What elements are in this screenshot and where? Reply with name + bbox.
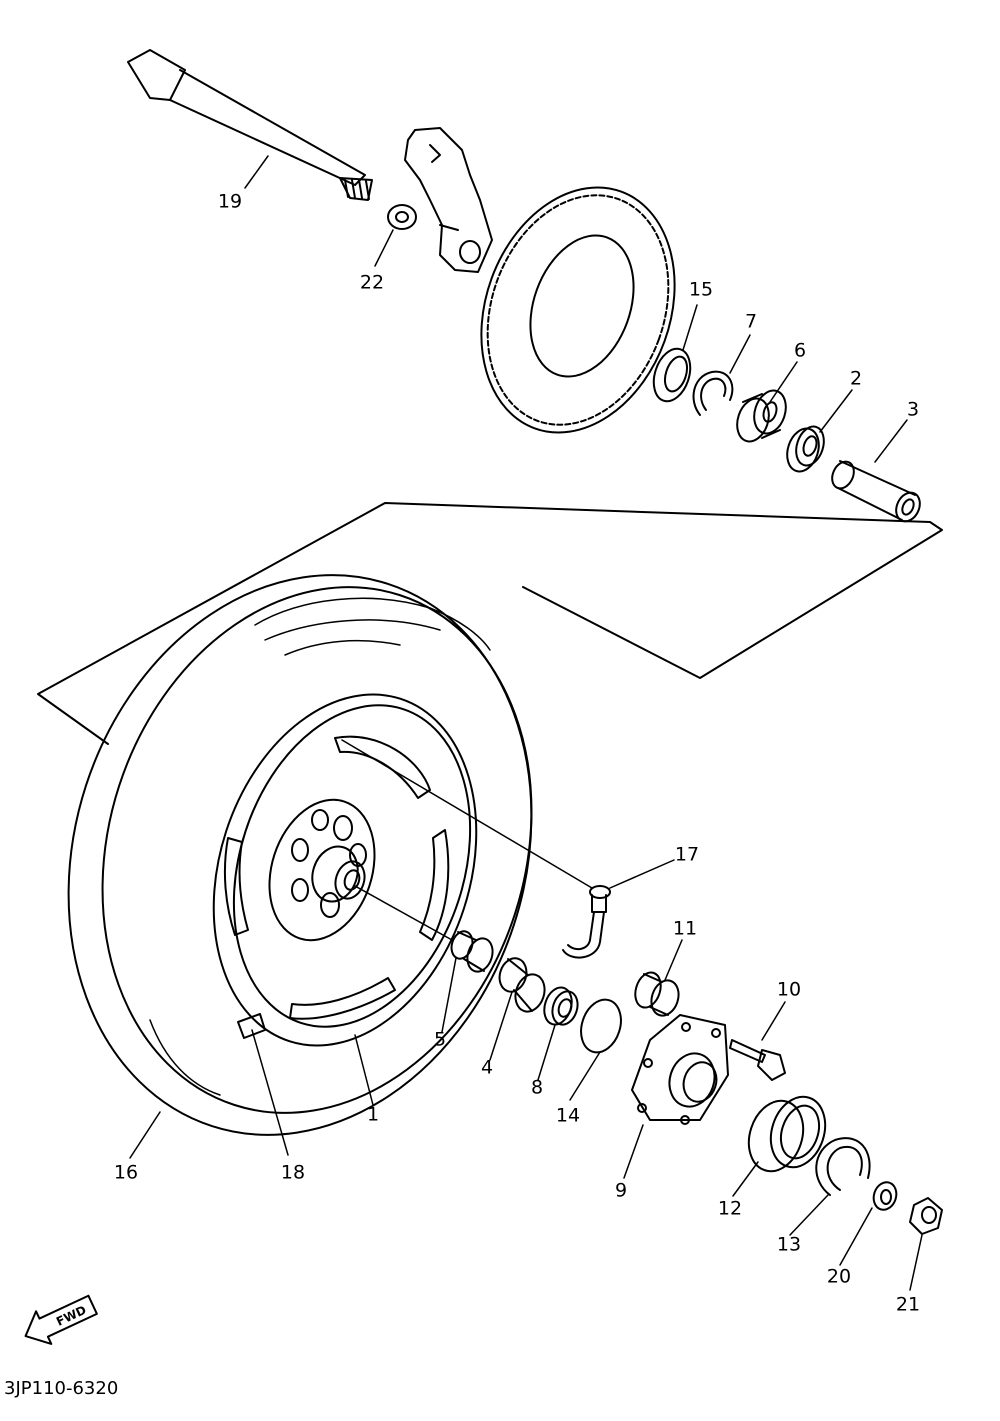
air-valve-part-17 (562, 885, 611, 959)
balance-weight-part-18 (237, 1013, 266, 1039)
callout-14: 14 (555, 1104, 581, 1127)
circlip-part-7 (692, 370, 734, 416)
callout-5: 5 (433, 1028, 447, 1051)
callout-1: 1 (366, 1103, 380, 1126)
diagram-code: 3JP110-6320 (4, 1378, 119, 1399)
hub-axis-line (354, 885, 453, 941)
collar-part-5 (450, 930, 494, 973)
callout-4: 4 (480, 1056, 494, 1079)
callout-9: 9 (614, 1179, 628, 1202)
callout-10: 10 (776, 978, 802, 1001)
callout-7: 7 (744, 310, 758, 333)
callout-22: 22 (359, 271, 385, 294)
spacer-part-4 (498, 957, 546, 1013)
callout-15: 15 (688, 278, 714, 301)
wheel-rim-part-1 (212, 693, 478, 1047)
callout-20: 20 (826, 1265, 852, 1288)
o-ring-part-14 (580, 998, 622, 1054)
washer-part-22 (387, 204, 417, 230)
spacer-part-3 (831, 460, 921, 523)
washer-part-20 (872, 1181, 898, 1211)
callout-18: 18 (280, 1161, 306, 1184)
tire-part-16 (67, 574, 533, 1136)
axle-part-19 (127, 49, 373, 201)
bearing-part-2 (786, 425, 825, 473)
nut-part-21 (909, 1197, 943, 1235)
bolt-part-10 (729, 1039, 786, 1081)
callout-17: 17 (674, 843, 700, 866)
bearing-part-8 (543, 986, 579, 1026)
callout-21: 21 (895, 1293, 921, 1316)
callout-19: 19 (217, 190, 243, 213)
callout-13: 13 (776, 1233, 802, 1256)
caliper-bracket (404, 127, 493, 273)
bearing-part-6 (736, 389, 787, 443)
callout-3: 3 (906, 398, 920, 421)
valve-axis-line (341, 739, 593, 889)
callout-16: 16 (113, 1161, 139, 1184)
oil-seal-part-15 (652, 347, 692, 403)
collar-part-11 (634, 971, 680, 1017)
callout-8: 8 (530, 1076, 544, 1099)
brake-disc (480, 186, 676, 434)
circlip-part-13 (815, 1137, 871, 1196)
callout-11: 11 (672, 917, 698, 940)
callout-12: 12 (717, 1197, 743, 1220)
sprocket-ring-part-12 (747, 1095, 827, 1173)
assembly-plane-outline (37, 502, 943, 745)
callout-2: 2 (849, 367, 863, 390)
clutch-hub-part-9 (631, 1014, 729, 1125)
callout-6: 6 (793, 339, 807, 362)
leader-lines (129, 155, 923, 1291)
forward-arrow-icon: FWD (24, 1294, 98, 1345)
